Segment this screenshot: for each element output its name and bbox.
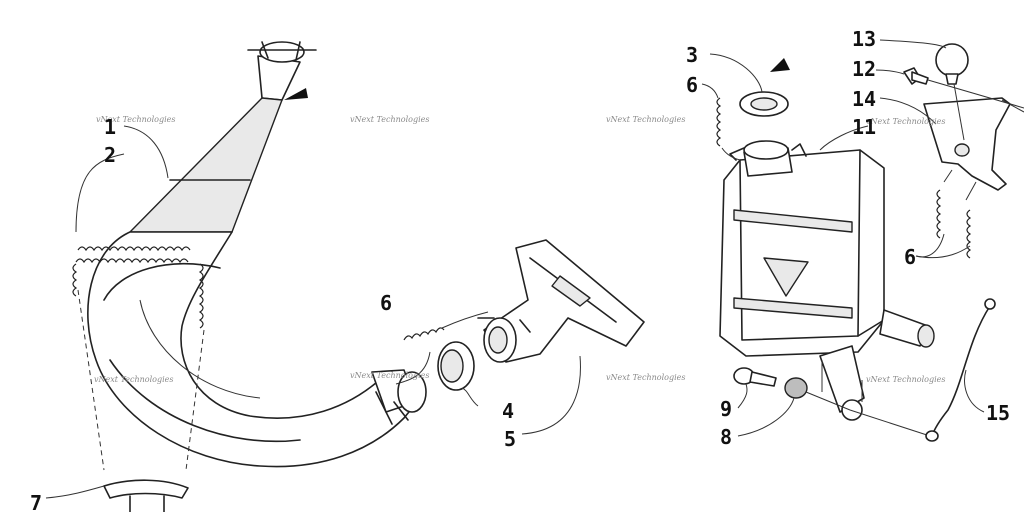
leader-lines-left (45, 125, 581, 499)
callout-15: 15 (986, 401, 1010, 425)
callout-5: 5 (504, 427, 516, 451)
callout-6-top: 6 (686, 73, 698, 97)
callout-labels: 1 2 6 4 5 7 3 6 11 13 12 14 6 9 8 15 (30, 27, 1010, 512)
direction-arrow-right (770, 58, 790, 72)
watermark-text: vNext Technologies (866, 375, 945, 384)
callout-4: 4 (502, 399, 514, 423)
callout-3: 3 (686, 43, 698, 67)
muffler-canister (719, 140, 935, 421)
rubber-bushing (784, 377, 931, 437)
callout-6-left: 6 (380, 291, 392, 315)
leader-lines-right (701, 39, 985, 437)
callout-8: 8 (720, 425, 732, 449)
callout-9: 9 (720, 397, 732, 421)
expansion-chamber-pipe (87, 41, 427, 468)
callout-13: 13 (852, 27, 876, 51)
exhaust-manifold (477, 239, 645, 363)
callout-2: 2 (104, 143, 116, 167)
callout-6-right: 6 (904, 245, 916, 269)
watermark-text: vNext Technologies (606, 115, 685, 124)
watermark-text: vNext Technologies (350, 371, 429, 380)
watermark-text: vNext Technologies (350, 115, 429, 124)
watermark-text: vNext Technologies (94, 375, 173, 384)
muffler-strap (925, 298, 996, 442)
watermark-text: vNext Technologies (606, 373, 685, 382)
mounting-bolt (733, 367, 777, 387)
callout-11: 11 (852, 115, 876, 139)
muffler-springs (716, 97, 977, 259)
callout-1: 1 (104, 115, 116, 139)
watermarks: vNext Technologies vNext Technologies vN… (94, 115, 945, 384)
muffler-knob (935, 43, 969, 141)
callout-14: 14 (852, 87, 876, 111)
muffler-grommet (739, 91, 789, 117)
exhaust-spring (403, 311, 489, 341)
bracket-screw (903, 67, 1024, 109)
watermark-text: vNext Technologies (866, 117, 945, 126)
callout-12: 12 (852, 57, 876, 81)
hanger-bracket (103, 479, 189, 512)
exhaust-seal-ring (437, 341, 475, 391)
direction-arrow-left (284, 88, 308, 100)
callout-7: 7 (30, 491, 42, 512)
watermark-text: vNext Technologies (96, 115, 175, 124)
pipe-spring-coils (72, 246, 205, 471)
muffler-mount-bracket (923, 97, 1024, 191)
